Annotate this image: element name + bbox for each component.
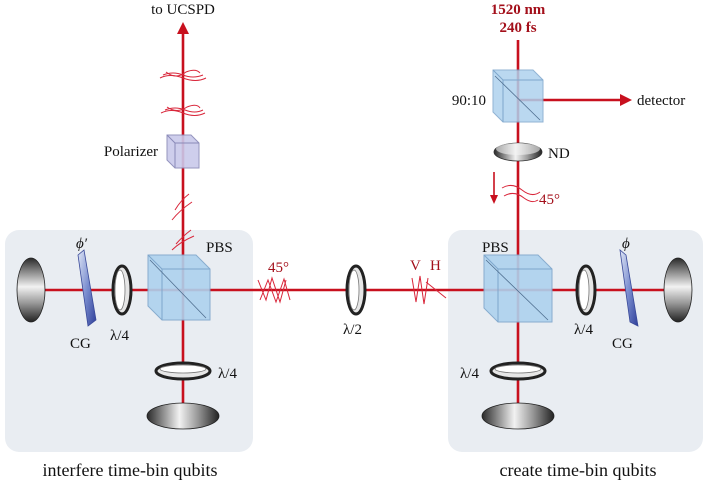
qwp-right-horizontal <box>575 264 597 316</box>
pol-h-label: H <box>430 258 441 274</box>
splitter-ratio-label: 90:10 <box>452 93 486 109</box>
cg-right-label: CG <box>612 336 633 352</box>
left-end-mirror <box>16 257 46 323</box>
cg-right-wedge <box>619 249 639 327</box>
qwp-left-vertical-label: λ/4 <box>218 366 237 382</box>
pbs-right-label: PBS <box>482 240 509 256</box>
cg-left-label: CG <box>70 336 91 352</box>
nd-label: ND <box>548 146 570 162</box>
caption-left: interfere time-bin qubits <box>43 460 218 480</box>
qwp-right-horizontal-label: λ/4 <box>574 322 593 338</box>
beam-splitter-90-10 <box>492 69 544 123</box>
propagation-arrow <box>490 172 498 204</box>
phi-prime-label: ϕ′ <box>76 236 88 252</box>
source-wavelength-label: 1520 nm <box>491 2 546 18</box>
phi-label: ϕ <box>622 236 630 252</box>
qwp-left-vertical <box>154 361 212 381</box>
caption-right: create time-bin qubits <box>500 460 657 480</box>
qwp-right-vertical-label: λ/4 <box>460 366 479 382</box>
angle-45-right-label: 45° <box>539 192 560 208</box>
qwp-left-horizontal <box>111 264 133 316</box>
to-ucspd-label: to UCSPD <box>151 2 215 18</box>
pbs-left-label: PBS <box>206 240 233 256</box>
hwp-center-label: λ/2 <box>343 322 362 338</box>
qwp-left-horizontal-label: λ/4 <box>110 328 129 344</box>
detector-label: detector <box>637 93 685 109</box>
to-ucspd-arrowhead <box>177 22 189 34</box>
cg-left-wedge <box>77 249 97 327</box>
pol-v-label: V <box>410 258 421 274</box>
angle-45-center-label: 45° <box>268 260 289 276</box>
hwp-center <box>345 264 367 316</box>
pulses <box>159 69 541 305</box>
polarizer <box>166 134 200 169</box>
polarizer-label: Polarizer <box>104 144 158 160</box>
detector-arrowhead <box>620 94 632 106</box>
source-duration-label: 240 fs <box>499 20 536 36</box>
bottom-right-mirror <box>481 402 555 430</box>
qwp-right-vertical <box>489 361 547 381</box>
bottom-left-mirror <box>146 402 220 430</box>
right-end-mirror <box>663 257 693 323</box>
pbs-left-cube <box>147 254 211 321</box>
pbs-right-cube <box>483 254 553 323</box>
